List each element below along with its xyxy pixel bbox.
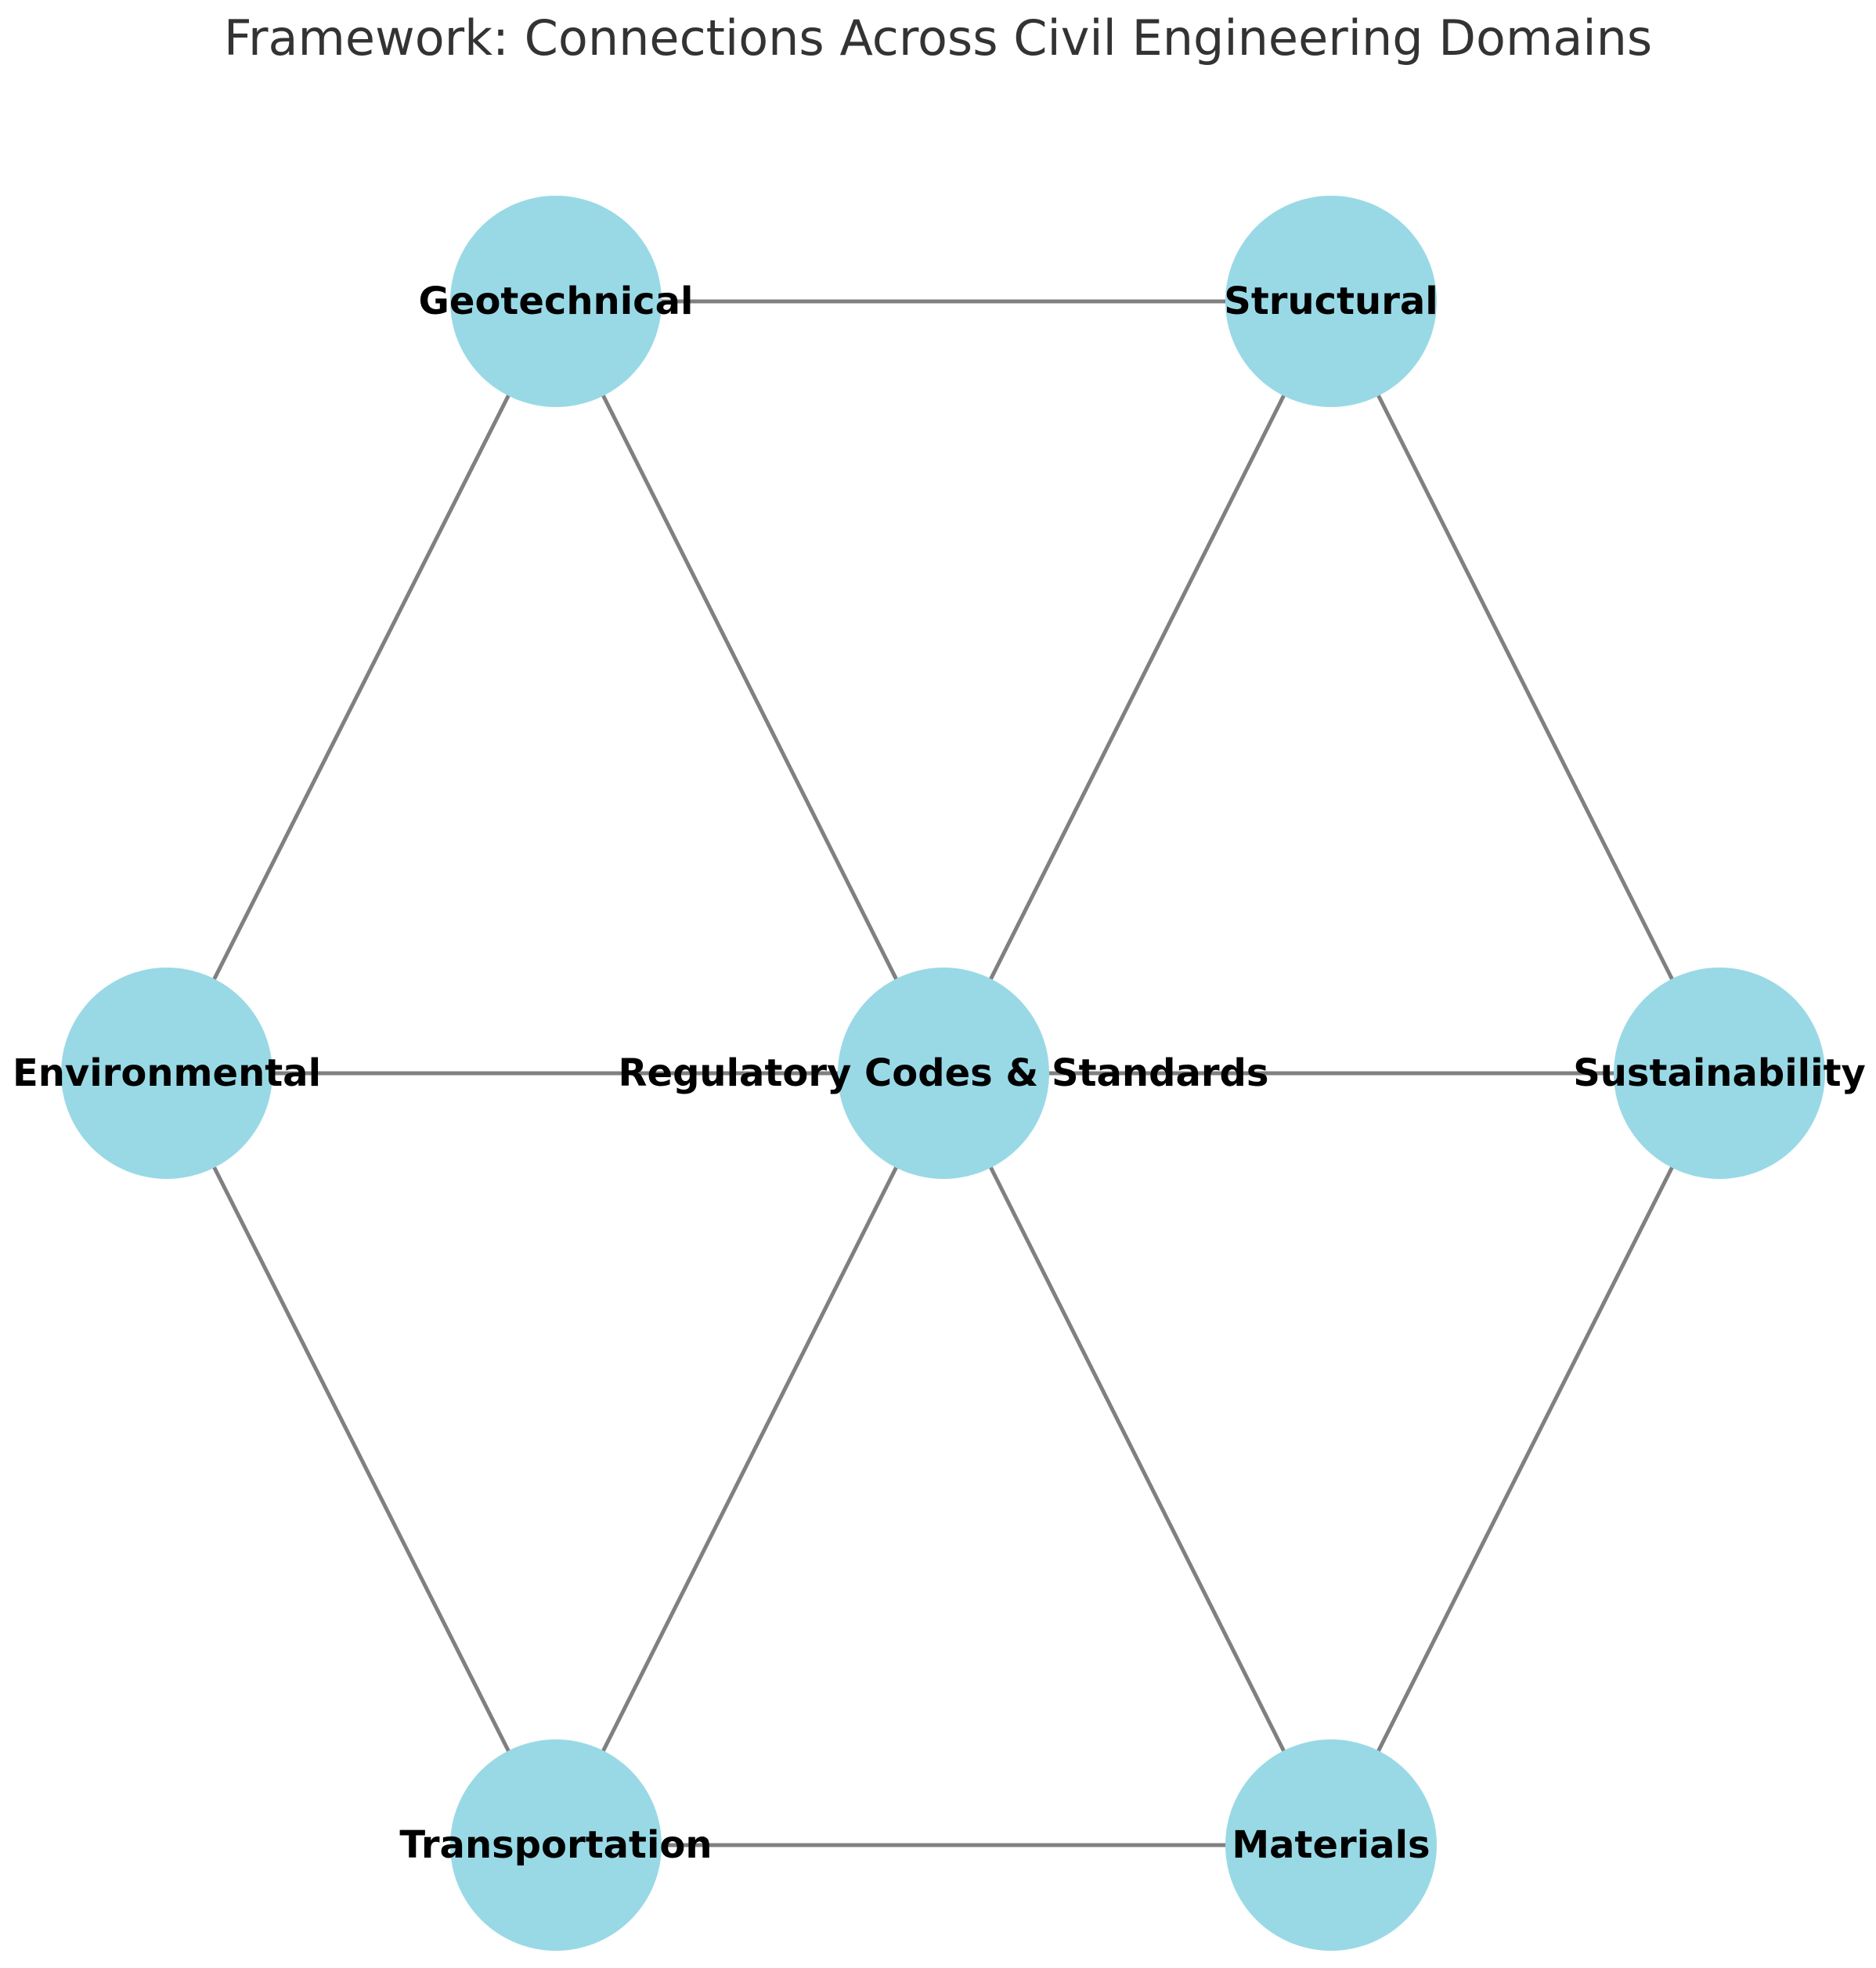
edge-layer xyxy=(164,299,1722,1847)
node-label-structural: Structural xyxy=(1224,279,1438,323)
edge-structural-sustainability xyxy=(1329,300,1722,1075)
node-label-geotechnical: Geotechnical xyxy=(419,279,694,323)
edge-regulatory-transportation xyxy=(554,1072,946,1847)
node-regulatory xyxy=(838,968,1049,1179)
node-transportation xyxy=(450,1739,662,1951)
edge-geotechnical-environmental xyxy=(164,300,558,1075)
node-materials xyxy=(1225,1739,1437,1951)
edge-geotechnical-regulatory xyxy=(554,300,946,1075)
node-layer xyxy=(61,196,1825,1951)
node-sustainability xyxy=(1614,968,1825,1179)
node-label-regulatory: Regulatory Codes & Standards xyxy=(619,1051,1269,1095)
node-label-sustainability: Sustainability xyxy=(1573,1051,1866,1095)
edge-structural-regulatory xyxy=(941,300,1333,1075)
node-label-materials: Materials xyxy=(1232,1823,1430,1867)
node-environmental xyxy=(61,968,272,1179)
node-geotechnical xyxy=(450,196,662,407)
diagram-title: Framework: Connections Across Civil Engi… xyxy=(223,9,1653,67)
edge-environmental-transportation xyxy=(164,1072,558,1847)
edge-sustainability-materials xyxy=(1329,1072,1722,1847)
node-structural xyxy=(1225,196,1437,407)
node-label-transportation: Transportation xyxy=(399,1823,712,1867)
edge-regulatory-materials xyxy=(941,1072,1333,1847)
node-label-environmental: Environmental xyxy=(13,1051,321,1095)
